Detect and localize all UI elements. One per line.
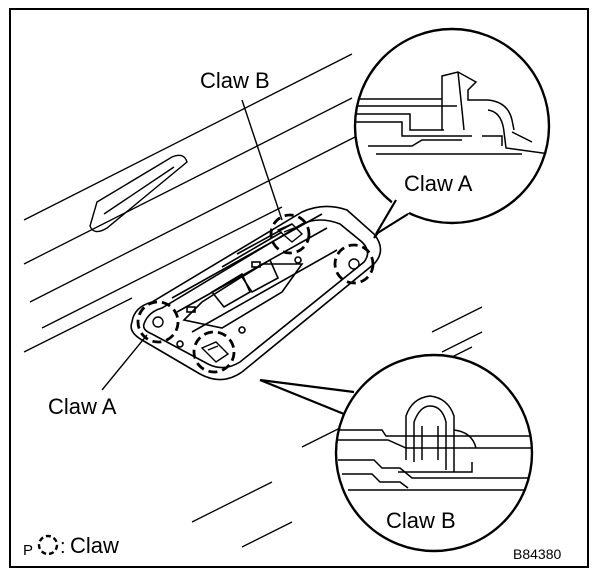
- claw-b-upper-detail: [276, 223, 304, 243]
- roof-slot: [89, 154, 188, 233]
- diagram-canvas: Claw B Claw A Claw A Claw B P : Claw B84…: [23, 27, 561, 562]
- claw-a-left-detail: [152, 316, 164, 328]
- leader-lines: [101, 99, 283, 391]
- legend-claw-icon: [37, 534, 59, 556]
- claw-b-top-marker: [269, 213, 311, 255]
- legend-text: Claw: [70, 533, 119, 558]
- claw-b-top-label: Claw B: [200, 68, 270, 93]
- claw-b-lower-marker: [192, 330, 236, 374]
- legend: P : Claw: [23, 533, 119, 559]
- callout-upper: [353, 27, 551, 239]
- callout-lower: [259, 353, 534, 553]
- diagram-frame: Claw B Claw A Claw A Claw B P : Claw B84…: [9, 8, 589, 568]
- claw-markers: [136, 213, 375, 374]
- claw-a-right-detail: [348, 258, 360, 270]
- figure-code: B84380: [513, 546, 561, 562]
- callout-lower-label: Claw B: [386, 508, 456, 533]
- claw-a-left-marker: [136, 300, 180, 344]
- claw-a-left-label: Claw A: [48, 394, 117, 419]
- legend-prefix: P: [23, 542, 33, 559]
- claw-a-right-marker: [333, 243, 375, 285]
- claw-b-lower-detail: [200, 341, 230, 363]
- legend-colon: :: [60, 536, 66, 558]
- callout-upper-label: Claw A: [404, 171, 473, 196]
